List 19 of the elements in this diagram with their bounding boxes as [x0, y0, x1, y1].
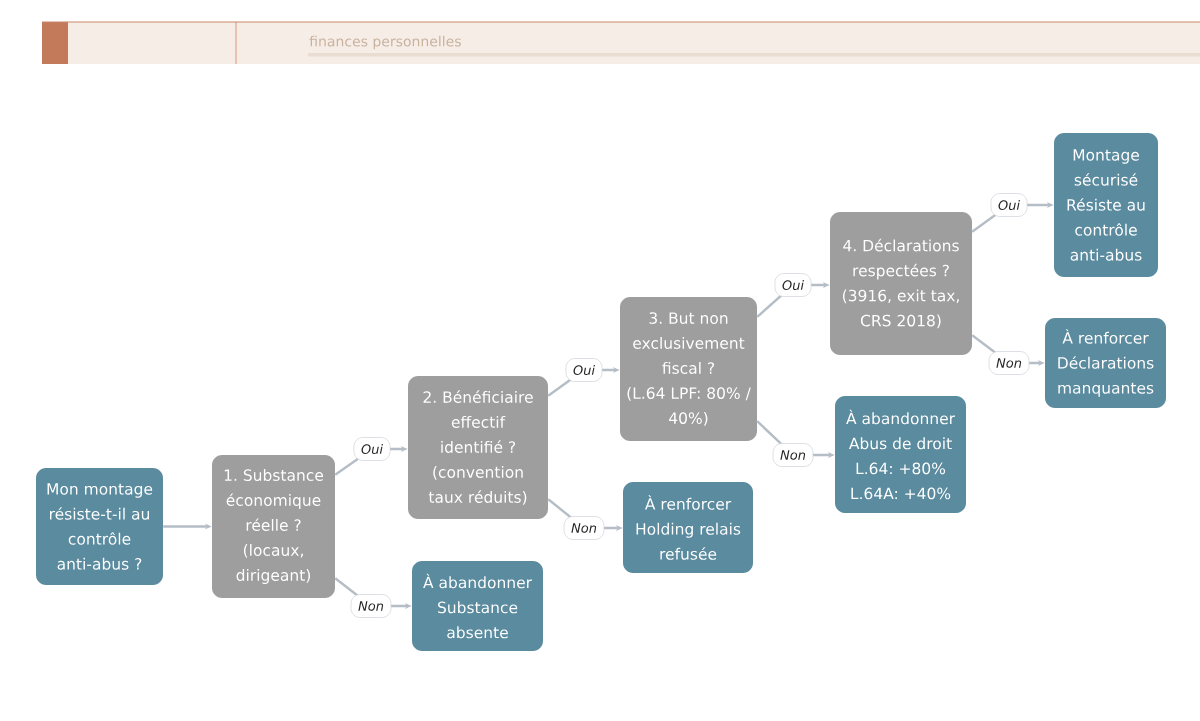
decision-box: 4. Déclarations respectées ? (3916, exit tax, CRS 2018): [830, 212, 972, 355]
result-box: À renforcer Holding relais refusée: [623, 482, 753, 573]
result-box: À abandonner Substance absente: [412, 561, 543, 651]
question-box: Mon montage résiste-t-il au contrôle anti-abus ?: [36, 468, 163, 585]
edge-label: Non: [563, 516, 605, 540]
edge-label: Oui: [774, 273, 812, 297]
edge-label: Oui: [353, 437, 391, 461]
decision-box: 1. Substance économique réelle ? (locaux, dirigeant): [212, 455, 335, 598]
edge-label: Non: [350, 594, 392, 618]
decision-box: 3. But non exclusivement fiscal ? (L.64 LPF: 80% / 40%): [620, 297, 757, 441]
edge-label: Non: [988, 351, 1030, 375]
result-box: À abandonner Abus de droit L.64: +80% L.64A: +40%: [835, 396, 966, 513]
edge-label: Oui: [990, 193, 1028, 217]
tagline: finances personnelles: [309, 35, 461, 50]
edge-label: Non: [772, 443, 814, 467]
edge-label: Oui: [565, 358, 603, 382]
result-box: À renforcer Déclarations manquantes: [1045, 318, 1166, 408]
result-box: Montage sécurisé Résiste au contrôle anti-abus: [1054, 133, 1158, 277]
decision-box: 2. Bénéficiaire effectif identifié ? (convention taux réduits): [408, 376, 548, 519]
